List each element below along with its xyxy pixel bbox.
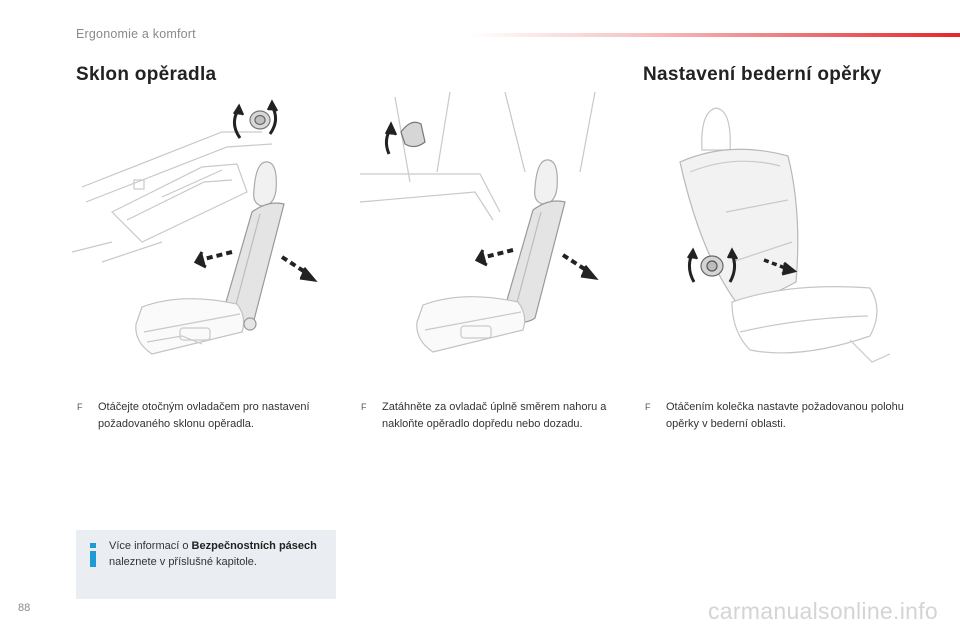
instruction-text: Otáčejte otočným ovladačem pro nastavení… <box>98 401 310 430</box>
instruction-text: Otáčením kolečka nastavte požadovanou po… <box>666 401 904 430</box>
info-link-seatbelts: Bezpečnostních pásech <box>191 540 317 552</box>
instruction-recline-knob: F Otáčejte otočným ovladačem pro nastave… <box>77 399 345 433</box>
info-text-prefix: Více informací o <box>109 540 192 552</box>
bullet-marker: F <box>361 402 367 412</box>
chapter-title: Ergonomie a komfort <box>76 27 196 41</box>
section-title-recline: Sklon opěradla <box>76 64 217 85</box>
header-accent-bar <box>470 33 960 37</box>
info-text: Více informací o Bezpečnostních pásech n… <box>109 538 329 570</box>
bullet-marker: F <box>77 402 83 412</box>
page-number: 88 <box>18 602 31 614</box>
lumbar-wheel-illustration <box>640 92 930 392</box>
instruction-text: Zatáhněte za ovladač úplně směrem nahoru… <box>382 401 607 430</box>
recline-lever-illustration <box>355 92 627 370</box>
info-icon <box>88 543 98 567</box>
info-text-suffix: naleznete v příslušné kapitole. <box>109 556 257 568</box>
info-box: Více informací o Bezpečnostních pásech n… <box>76 530 336 599</box>
recline-knob-illustration <box>72 92 344 370</box>
instruction-recline-lever: F Zatáhněte za ovladač úplně směrem naho… <box>361 399 619 433</box>
instruction-lumbar-wheel: F Otáčením kolečka nastavte požadovanou … <box>645 399 907 433</box>
watermark: carmanualsonline.info <box>707 598 938 624</box>
bullet-marker: F <box>645 402 651 412</box>
section-title-lumbar: Nastavení bederní opěrky <box>643 64 882 85</box>
